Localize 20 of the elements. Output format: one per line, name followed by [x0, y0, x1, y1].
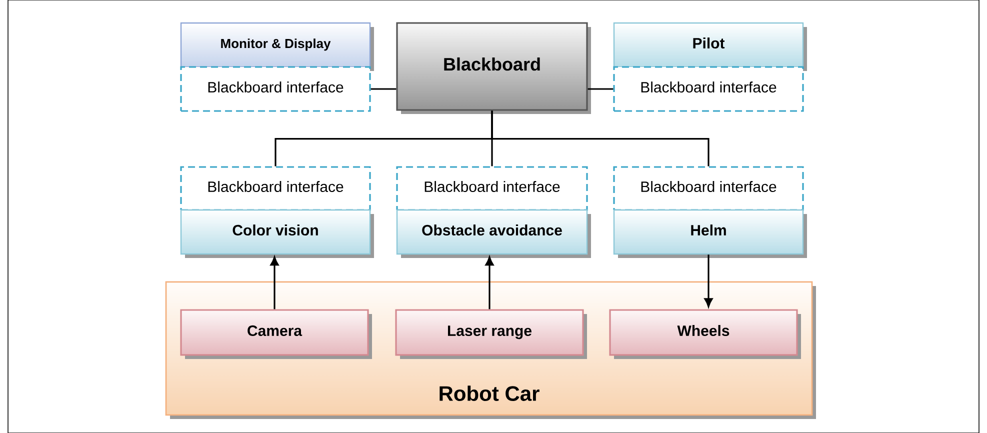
interface-box: Blackboard interface: [180, 66, 371, 112]
interface-box: Blackboard interface: [396, 166, 588, 211]
module-box: Monitor & Display: [180, 22, 374, 71]
module-box: Obstacle avoidance: [396, 209, 591, 258]
device-box: Wheels: [609, 309, 801, 359]
connector: [588, 88, 614, 90]
blackboard-box: Blackboard: [396, 22, 591, 114]
connector: [491, 110, 710, 166]
device-box: Laser range: [395, 309, 587, 359]
device-box: Camera: [180, 309, 372, 359]
connector: [485, 256, 494, 310]
connector: [370, 88, 396, 90]
module-box: Helm: [613, 209, 807, 258]
connector: [270, 256, 279, 310]
interface-box: Blackboard interface: [180, 166, 371, 211]
connector: [704, 254, 713, 308]
module-box: Pilot: [613, 22, 807, 71]
interface-box: Blackboard interface: [613, 66, 804, 112]
module-box: Color vision: [180, 209, 374, 258]
interface-box: Blackboard interface: [613, 166, 804, 211]
